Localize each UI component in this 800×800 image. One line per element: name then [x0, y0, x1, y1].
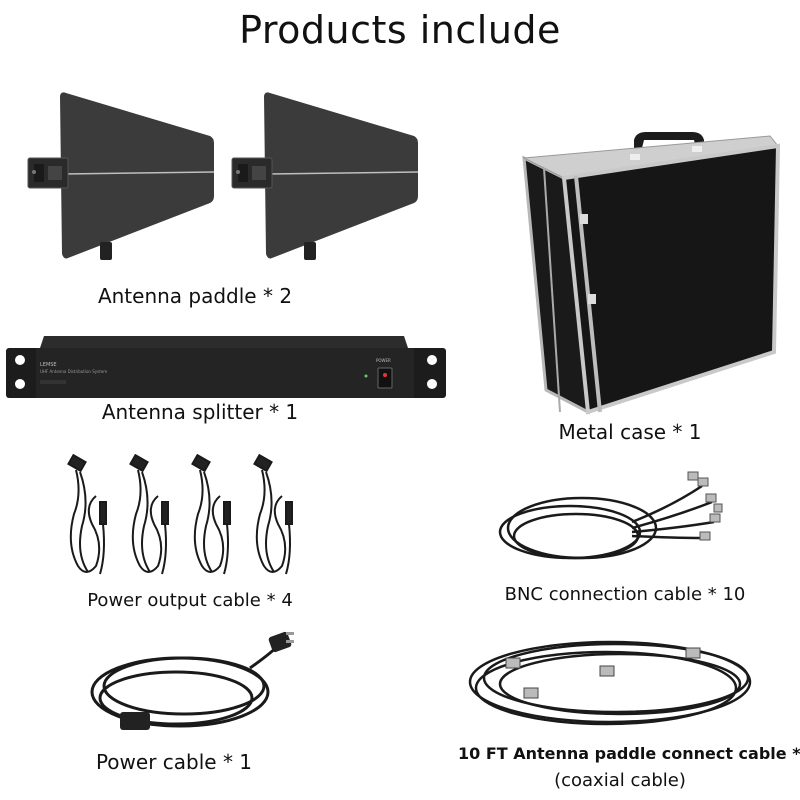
power-output-cable-caption: Power output cable * 4 — [87, 590, 293, 611]
bnc-cable-image — [498, 471, 723, 560]
page-title: Products include — [239, 8, 561, 52]
metal-case-caption: Metal case * 1 — [558, 420, 702, 444]
power-cable-caption: Power cable * 1 — [95, 750, 253, 774]
power-cable-image — [90, 631, 294, 730]
metal-case-image — [522, 132, 781, 415]
splitter-power-label: POWER — [376, 358, 391, 363]
power-output-cable-image — [67, 454, 293, 575]
bnc-cable-caption: BNC connection cable * 10 — [504, 584, 746, 605]
splitter-model: UHF Antenna Distribution System — [40, 369, 107, 374]
paddle-connect-cable-subcaption: (coaxial cable) — [554, 770, 686, 791]
antenna-splitter-image: LEMSE UHF Antenna Distribution System PO… — [6, 336, 446, 398]
splitter-brand: LEMSE — [40, 362, 57, 368]
paddle-connect-cable-image — [468, 640, 752, 726]
paddle-connect-cable-caption: 10 FT Antenna paddle connect cable * 2 — [458, 744, 800, 763]
antenna-splitter-caption: Antenna splitter * 1 — [101, 400, 299, 424]
antenna-paddle-image — [27, 91, 419, 261]
antenna-paddle-caption: Antenna paddle * 2 — [97, 284, 293, 308]
